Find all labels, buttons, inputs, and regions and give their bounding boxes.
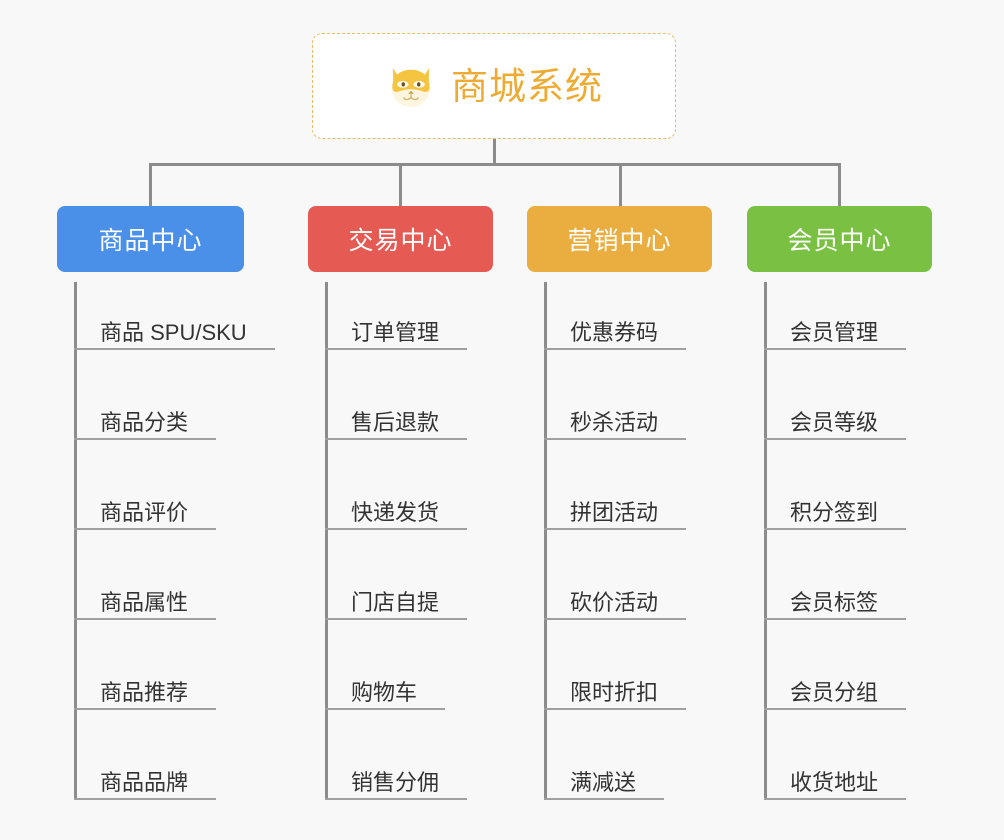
leaf-item-underline	[544, 528, 686, 530]
leaf-item-label: 商品分类	[100, 410, 189, 435]
leaf-item-underline	[764, 708, 906, 710]
leaf-spine	[544, 282, 547, 800]
leaf-item-underline	[325, 618, 467, 620]
leaf-item-label: 销售分佣	[351, 770, 440, 795]
leaf-item-underline	[325, 798, 467, 800]
leaf-spine	[325, 282, 328, 800]
leaf-item-underline	[764, 348, 906, 350]
leaf-item-underline	[764, 438, 906, 440]
leaf-item-label: 订单管理	[351, 320, 440, 345]
leaf-item-label: 商品评价	[100, 500, 189, 525]
leaf-item-label: 拼团活动	[570, 500, 659, 525]
leaf-item-underline	[325, 438, 467, 440]
category-drop-connector-2	[399, 163, 402, 208]
leaf-item-underline	[325, 708, 445, 710]
root-node[interactable]: 商城系统	[312, 33, 676, 139]
shiba-dog-face-icon	[392, 68, 430, 108]
category-drop-connector-4	[838, 163, 841, 208]
leaf-item-underline	[764, 618, 906, 620]
category-label-2: 交易中心	[348, 227, 453, 255]
leaf-item-underline	[74, 618, 216, 620]
category-label-4: 会员中心	[787, 227, 892, 255]
leaf-item-label: 商品 SPU/SKU	[100, 320, 247, 345]
leaf-item-label: 收货地址	[790, 770, 879, 795]
category-box-1[interactable]: 商品中心	[57, 206, 244, 272]
leaf-item-underline	[74, 798, 216, 800]
leaf-item-label: 商品属性	[100, 590, 189, 615]
leaf-item-underline	[764, 798, 906, 800]
leaf-item-label: 会员管理	[790, 320, 879, 345]
leaf-item-label: 售后退款	[351, 410, 440, 435]
category-drop-connector-3	[619, 163, 622, 208]
category-box-4[interactable]: 会员中心	[747, 206, 932, 272]
leaf-item-underline	[325, 348, 467, 350]
leaf-item-label: 满减送	[570, 770, 637, 795]
leaf-item-label: 会员等级	[790, 410, 879, 435]
category-box-2[interactable]: 交易中心	[308, 206, 493, 272]
leaf-item-label: 砍价活动	[570, 590, 659, 615]
category-label-3: 营销中心	[567, 227, 672, 255]
leaf-item-label: 积分签到	[790, 500, 879, 525]
leaf-item-underline	[544, 348, 686, 350]
leaf-item-label: 优惠券码	[570, 320, 659, 345]
root-title: 商城系统	[451, 65, 603, 107]
leaf-item-underline	[74, 528, 216, 530]
leaf-item-underline	[764, 528, 906, 530]
leaf-item-label: 商品品牌	[100, 770, 189, 795]
leaf-item-label: 会员分组	[790, 680, 879, 705]
root-stem-connector	[493, 139, 496, 165]
leaf-spine	[74, 282, 77, 800]
leaf-spine	[764, 282, 767, 800]
leaf-item-underline	[544, 618, 686, 620]
leaf-item-label: 门店自提	[351, 590, 440, 615]
leaf-item-underline	[74, 708, 216, 710]
leaf-item-underline	[544, 708, 686, 710]
trunk-bus-connector	[149, 163, 841, 166]
leaf-item-underline	[544, 798, 664, 800]
leaf-item-label: 限时折扣	[570, 680, 659, 705]
category-box-3[interactable]: 营销中心	[527, 206, 712, 272]
leaf-item-label: 商品推荐	[100, 680, 189, 705]
leaf-item-label: 快递发货	[351, 500, 440, 525]
leaf-item-underline	[325, 528, 467, 530]
category-label-1: 商品中心	[98, 227, 203, 255]
leaf-item-label: 购物车	[351, 680, 418, 705]
leaf-item-underline	[74, 348, 275, 350]
leaf-item-label: 秒杀活动	[570, 410, 659, 435]
leaf-item-underline	[74, 438, 216, 440]
category-drop-connector-1	[149, 163, 152, 208]
leaf-item-label: 会员标签	[790, 590, 879, 615]
leaf-item-underline	[544, 438, 686, 440]
